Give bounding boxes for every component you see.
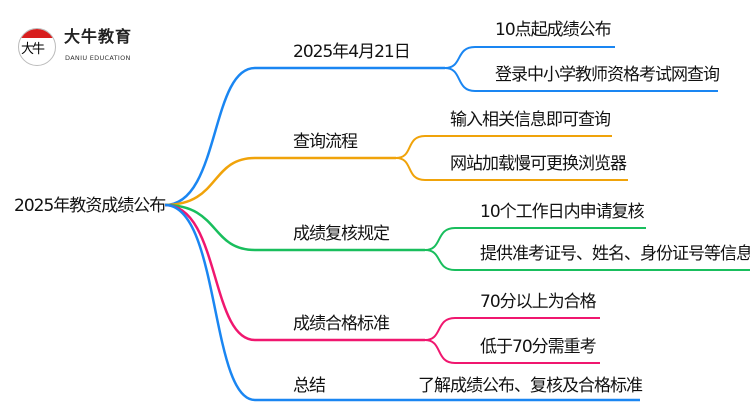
- branch-connector: [164, 156, 396, 207]
- branch-node[interactable]: 总结: [293, 376, 326, 396]
- logo-mark: 大牛: [21, 42, 45, 57]
- leaf-connector: [395, 157, 628, 181]
- branch-node[interactable]: 2025年4月21日: [293, 42, 411, 62]
- branch-node[interactable]: 成绩复核规定: [293, 224, 390, 244]
- logo-name: 大牛教育: [64, 27, 133, 46]
- leaf-node[interactable]: 登录中小学教师资格考试网查询: [495, 65, 720, 85]
- branch-connector: [164, 66, 445, 207]
- leaf-connector: [424, 317, 600, 341]
- leaf-connector: [444, 46, 615, 69]
- branch-node[interactable]: 成绩合格标准: [293, 314, 390, 334]
- branch-node[interactable]: 查询流程: [293, 132, 358, 152]
- leaf-connector: [444, 67, 718, 92]
- leaf-connector: [395, 135, 612, 159]
- logo-icon: 大牛: [18, 28, 56, 66]
- leaf-node[interactable]: 提供准考证号、姓名、身份证号等信息: [480, 244, 750, 264]
- leaf-connector: [424, 249, 750, 271]
- branch-connector: [164, 203, 640, 402]
- leaf-node[interactable]: 低于70分需重考: [480, 337, 597, 357]
- root-node[interactable]: 2025年教资成绩公布: [14, 196, 166, 216]
- leaf-node[interactable]: 网站加载慢可更换浏览器: [450, 154, 627, 174]
- leaf-node[interactable]: 输入相关信息即可查询: [450, 110, 611, 130]
- leaf-node[interactable]: 了解成绩公布、复核及合格标准: [418, 376, 643, 396]
- logo: 大牛 大牛教育 DANIU EDUCATION: [18, 26, 168, 70]
- leaf-connector: [424, 227, 646, 251]
- leaf-connector: [424, 339, 600, 364]
- leaf-node[interactable]: 10个工作日内申请复核: [480, 202, 645, 222]
- branch-connector: [164, 203, 425, 342]
- leaf-node[interactable]: 10点起成绩公布: [495, 20, 612, 40]
- logo-subtitle: DANIU EDUCATION: [65, 54, 131, 62]
- leaf-node[interactable]: 70分以上为合格: [480, 292, 597, 312]
- branch-connector: [164, 203, 425, 252]
